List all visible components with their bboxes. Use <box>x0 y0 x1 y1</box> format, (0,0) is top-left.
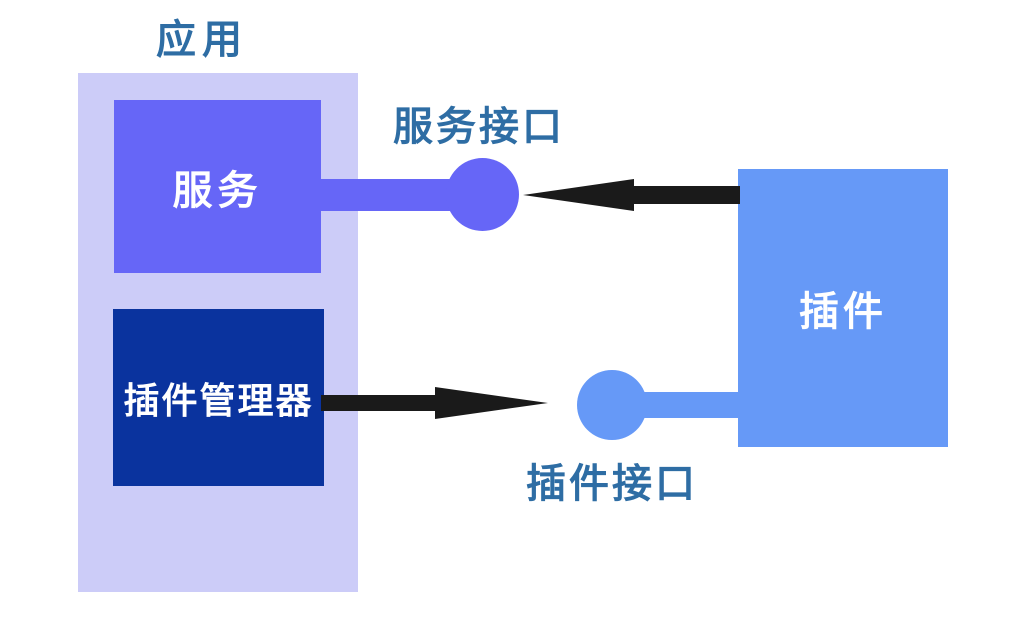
arrow-plugin-to-service-interface-icon <box>523 179 740 211</box>
service-interface-label: 服务接口 <box>393 105 565 149</box>
plugin-label: 插件 <box>799 290 887 334</box>
plugin-interface-label: 插件接口 <box>526 462 698 506</box>
plugin-manager-label: 插件管理器 <box>123 379 314 421</box>
app-container-title: 应用 <box>156 18 248 62</box>
plugin-interface-connector <box>640 392 740 418</box>
plugin-interface-lollipop-icon <box>577 370 647 440</box>
plugin-manager-box: 插件管理器 <box>113 309 324 486</box>
plugin-box: 插件 <box>738 169 948 447</box>
service-interface-lollipop-icon <box>446 158 519 231</box>
service-label: 服务 <box>172 168 263 213</box>
service-interface-connector <box>320 179 460 211</box>
service-box: 服务 <box>114 100 321 273</box>
